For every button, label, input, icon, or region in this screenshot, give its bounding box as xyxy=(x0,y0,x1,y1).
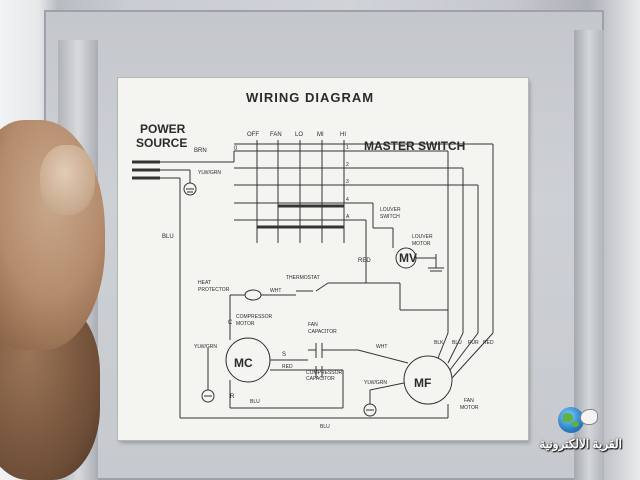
power-source-label-1: POWER xyxy=(140,122,186,136)
terminal-4: 4 xyxy=(346,197,349,203)
master-switch-label: MASTER SWITCH xyxy=(364,139,465,153)
wire-red: RED xyxy=(358,258,371,264)
wire-pur: PUR xyxy=(468,340,479,346)
louver-motor-label-1: LOUVER xyxy=(412,234,433,240)
wire-brn: BRN xyxy=(194,148,207,154)
louver-motor-symbol: MV xyxy=(399,251,417,265)
compressor-motor-label-2: MOTOR xyxy=(236,321,255,327)
terminal-3: 3 xyxy=(346,179,349,185)
watermark: القرية الالكترونية xyxy=(520,405,630,465)
louver-motor-label-2: MOTOR xyxy=(412,241,431,247)
heat-protector-label-1: HEAT xyxy=(198,280,211,286)
watermark-text: القرية الالكترونية xyxy=(539,437,622,451)
fan-capacitor-label-1: FAN xyxy=(308,322,318,328)
wire-red-comp: RED xyxy=(282,364,293,370)
panel-rail-right xyxy=(574,30,604,480)
fan-capacitor-label-2: CAPACITOR xyxy=(308,329,337,335)
wire-wht-fan: WHT xyxy=(376,344,387,350)
terminal-1: 1 xyxy=(346,145,349,151)
wire-blu-comp: BLU xyxy=(250,399,260,405)
power-source-label-2: SOURCE xyxy=(136,136,187,150)
compressor-symbol: MC xyxy=(234,356,253,370)
wire-blu-fan: BLU xyxy=(452,340,462,346)
wire-r: R xyxy=(230,394,235,400)
wire-red-fan: RED xyxy=(483,340,494,346)
globe-icon xyxy=(558,407,584,433)
switch-pos-mi: MI xyxy=(317,132,324,138)
louver-switch-label-2: SWITCH xyxy=(380,214,400,220)
wiring-diagram-label: WIRING DIAGRAM POWER SOURCE MASTER SWITC… xyxy=(118,78,528,440)
compressor-capacitor-label-1: COMPRESSOR xyxy=(306,370,343,376)
terminal-zero: 0 xyxy=(234,146,238,152)
wire-blk: BLK xyxy=(434,340,444,346)
terminal-a: A xyxy=(346,214,350,220)
thumb-nail xyxy=(40,145,95,215)
switch-pos-fan: FAN xyxy=(270,132,282,138)
louver-switch-label-1: LOUVER xyxy=(380,207,401,213)
fan-motor-label-2: MOTOR xyxy=(460,405,479,411)
wire-ylw-grn-comp: YLW/GRN xyxy=(194,344,217,350)
wire-ylw-grn-top: YLW/GRN xyxy=(198,170,221,176)
fan-motor-label-1: FAN xyxy=(464,398,474,404)
wire-blu-left: BLU xyxy=(162,234,174,240)
switch-pos-lo: LO xyxy=(295,132,303,138)
wire-c: C xyxy=(228,320,233,326)
terminal-2: 2 xyxy=(346,162,349,168)
wiring-diagram-svg: WIRING DIAGRAM POWER SOURCE MASTER SWITC… xyxy=(132,90,494,430)
switch-pos-hi: HI xyxy=(340,132,346,138)
heat-protector-label-2: PROTECTOR xyxy=(198,287,230,293)
wire-blu-bottom: BLU xyxy=(320,424,330,430)
dove-icon xyxy=(580,409,598,425)
compressor-motor-label-1: COMPRESSOR xyxy=(236,314,273,320)
switch-pos-off: OFF xyxy=(247,132,259,138)
thermostat-label: THERMOSTAT xyxy=(286,275,320,281)
diagram-title: WIRING DIAGRAM xyxy=(246,90,374,105)
wire-wht-top: WHT xyxy=(270,288,281,294)
wire-s: S xyxy=(282,352,286,358)
fan-motor-symbol: MF xyxy=(414,376,431,390)
wire-ylw-grn-fan: YLW/GRN xyxy=(364,380,387,386)
compressor-capacitor-label-2: CAPACITOR xyxy=(306,376,335,382)
